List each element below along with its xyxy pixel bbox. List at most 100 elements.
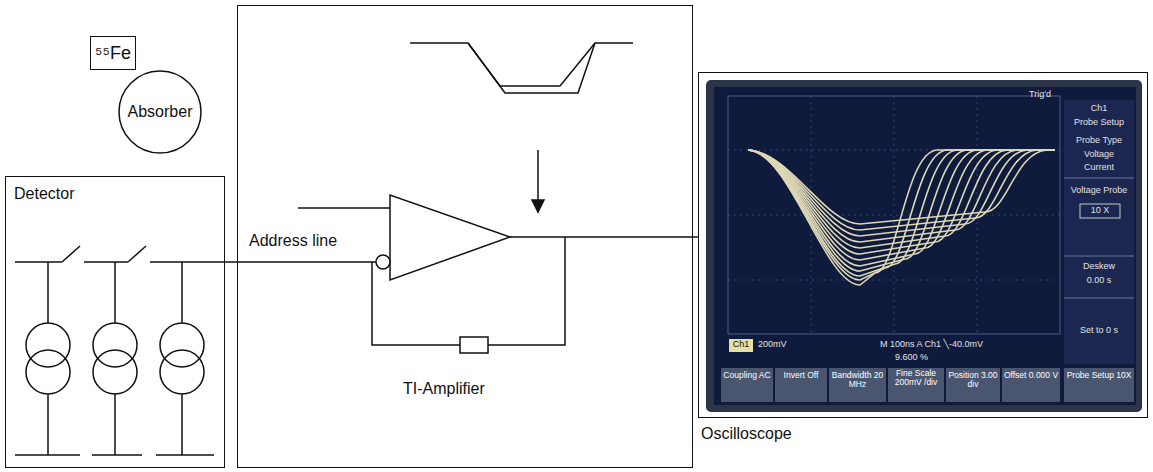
menu-button xyxy=(888,368,944,402)
menu-item: Set to 0 s xyxy=(1064,326,1134,336)
signal-trace xyxy=(748,150,1055,285)
address-wire xyxy=(237,261,376,263)
signal-trace xyxy=(748,150,1055,242)
menu-value: 10 X xyxy=(1080,206,1120,216)
menu-button xyxy=(721,368,773,402)
ground-wire xyxy=(15,454,80,456)
button-label: Position 3.00 div xyxy=(946,371,1000,390)
menu-item: Voltage Probe xyxy=(1064,186,1134,196)
signal-trace xyxy=(748,150,1055,271)
button-label: Fine Scale 200mV /div xyxy=(888,369,944,388)
column-wire xyxy=(114,262,116,323)
channel-name: Ch1 xyxy=(729,340,753,350)
menu-button xyxy=(946,368,1000,402)
signal-wire xyxy=(225,261,237,263)
signal-trace xyxy=(748,150,1055,276)
amplifier-symbol xyxy=(390,195,510,280)
absorber-circle: Absorber xyxy=(118,70,202,154)
button-label: Bandwidth 20 MHz xyxy=(829,371,886,390)
column-wire xyxy=(47,262,49,323)
menu-item: Current xyxy=(1064,163,1134,173)
signal-trace xyxy=(748,150,1055,280)
menu-item: Probe Setup xyxy=(1064,118,1134,128)
scale-value: 200mV xyxy=(758,340,808,350)
address-wire xyxy=(150,261,225,263)
pulse-shape xyxy=(468,43,595,93)
column-wire xyxy=(114,394,116,455)
arrow-head xyxy=(532,200,544,212)
menu-title: Ch1 xyxy=(1064,104,1134,114)
column-wire xyxy=(47,394,49,455)
current-source-symbol xyxy=(93,350,137,394)
trigger-position: 9.600 % xyxy=(895,353,965,363)
oscilloscope-label: Oscilloscope xyxy=(701,425,792,443)
bus-wire xyxy=(84,261,128,263)
menu-separator xyxy=(1064,256,1134,257)
status-text: Trig'd xyxy=(1018,90,1062,100)
signal-trace xyxy=(748,150,1055,248)
menu-value: 0.00 s xyxy=(1064,276,1134,286)
absorber-label: Absorber xyxy=(128,103,193,121)
graticule-line xyxy=(728,215,1060,216)
menu-separator xyxy=(1064,178,1134,179)
current-source-symbol xyxy=(26,323,70,367)
feedback-wire xyxy=(488,237,565,345)
switch-symbol xyxy=(62,246,80,262)
signal-trace xyxy=(748,150,1055,236)
wire-label: Address line xyxy=(249,232,337,250)
menu-item: Probe Type xyxy=(1064,136,1134,146)
graticule-line xyxy=(728,280,1060,281)
inverting-input xyxy=(376,255,390,269)
bus-wire xyxy=(15,261,62,263)
signal-trace xyxy=(748,150,1055,266)
button-label: Invert Off xyxy=(775,371,827,380)
resistor-symbol xyxy=(460,337,488,353)
circle-outline xyxy=(119,71,201,153)
ground-wire xyxy=(156,454,214,456)
column-wire xyxy=(181,262,183,323)
current-source-symbol xyxy=(93,323,137,367)
menu-item: Deskew xyxy=(1064,262,1134,272)
signal-trace xyxy=(748,150,1055,224)
feedback-wire xyxy=(372,262,460,345)
menu-button xyxy=(829,368,886,402)
signal-trace xyxy=(748,150,1055,254)
menu-button xyxy=(1064,368,1134,402)
amplifier-box: Address lineTI-Amplifier xyxy=(237,5,693,468)
graticule-line xyxy=(894,96,895,334)
column-wire xyxy=(181,394,183,455)
source-label: ⁵⁵Fe xyxy=(95,43,131,64)
signal-trace xyxy=(748,150,1055,230)
graticule-frame xyxy=(728,96,1060,334)
detector-label: Detector xyxy=(14,185,74,203)
menu-button xyxy=(775,368,827,402)
channel-badge xyxy=(729,339,753,352)
current-source-symbol xyxy=(160,323,204,367)
output-wire xyxy=(510,236,693,238)
scope-bezel xyxy=(706,80,1142,412)
signal-trace xyxy=(748,150,1055,260)
button-label: Offset 0.000 V xyxy=(1002,371,1060,380)
ground-wire xyxy=(92,454,142,456)
button-label: Probe Setup 10X xyxy=(1064,371,1134,380)
detector-box: Detector xyxy=(5,176,225,468)
amplifier-label: TI-Amplifier xyxy=(403,380,485,398)
current-source-symbol xyxy=(26,350,70,394)
probe-badge xyxy=(1080,204,1120,218)
switch-symbol xyxy=(128,246,146,262)
source-box: ⁵⁵Fe xyxy=(90,36,136,70)
timebase-readout: M 100ns A Ch1 ╲-40.0mV xyxy=(880,340,1050,350)
current-source-symbol xyxy=(160,350,204,394)
input-wire xyxy=(298,207,390,209)
button-label: Coupling AC xyxy=(721,371,773,380)
pulse-shape xyxy=(410,43,633,86)
scope-screen xyxy=(714,87,1136,405)
menu-button xyxy=(1002,368,1060,402)
menu-separator xyxy=(1064,298,1134,299)
menu-column xyxy=(1064,100,1134,364)
